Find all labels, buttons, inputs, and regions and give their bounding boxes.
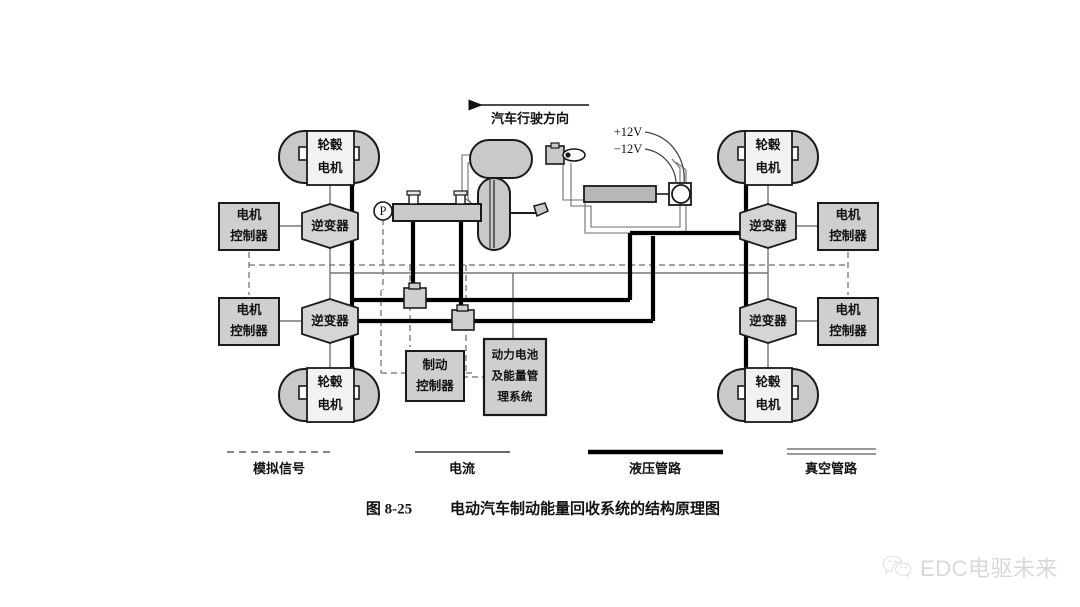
master-cylinder (392, 203, 482, 222)
hub-motor-label-line2: 电机 (755, 160, 781, 175)
motor-controller-label-line2: 控制器 (829, 228, 867, 243)
hydraulic-valve-block-2 (451, 304, 475, 331)
caption-title: 电动汽车制动能量回收系统的结构原理图 (450, 499, 720, 517)
vacuum-sensor (562, 148, 586, 162)
voltage-positive-label: +12V (614, 125, 643, 139)
legend-item-hydraulic-line: 液压管路 (588, 449, 723, 476)
hub-motor-label-line2: 电机 (317, 397, 343, 412)
motor-controller-rear-left: 电机 控制器 (218, 297, 280, 346)
motor-controller-front-left: 电机 控制器 (218, 202, 280, 251)
motor-controller-label-line2: 控制器 (230, 228, 268, 243)
hub-motor-front-left (306, 130, 355, 186)
wheel-rear-left: 轮毂 电机 (278, 367, 380, 423)
battery-label-line2: 及能量管 (492, 369, 539, 383)
inverter-label: 逆变器 (749, 313, 787, 328)
hub-motor-label-line2: 电机 (755, 397, 781, 412)
hub-motor-rear-left (306, 367, 355, 423)
inverter-label: 逆变器 (311, 218, 349, 233)
hydraulic-valve-block-1 (403, 282, 427, 309)
watermark-label: EDC电驱未来 (920, 556, 1058, 581)
legend-item-analog-signal: 模拟信号 (227, 451, 330, 476)
brake-pedal (533, 202, 549, 218)
inverter-front-left: 逆变器 (301, 203, 359, 249)
hub-motor-rear-right (744, 367, 793, 423)
motor-controller-front-right: 电机 控制器 (817, 202, 879, 251)
motor-controller-label-line2: 控制器 (829, 323, 867, 338)
hub-motor-front-right (744, 130, 793, 186)
hub-motor-label-line1: 轮毂 (755, 137, 781, 152)
vacuum-pump-assembly (583, 182, 692, 206)
pressure-sensor-P (373, 201, 393, 221)
battery-energy-management-system: 动力电池 及能量管 理系统 (482, 337, 548, 417)
hub-motor-label-line1: 轮毂 (317, 137, 343, 152)
vacuum-check-valve (545, 145, 565, 165)
voltage-negative-label: −12V (614, 142, 643, 156)
legend-label-hydraulic-line: 液压管路 (629, 461, 682, 476)
wheel-rear-right: 轮毂 电机 (717, 367, 819, 423)
inverter-label: 逆变器 (311, 313, 349, 328)
wheel-front-right: 轮毂 电机 (717, 130, 819, 186)
brake-controller-label-line1: 制动 (422, 357, 448, 372)
legend-label-current: 电流 (449, 461, 475, 476)
hub-motor-label-line1: 轮毂 (755, 374, 781, 389)
motor-controller-label-line1: 电机 (236, 302, 262, 317)
battery-label-line1: 动力电池 (492, 348, 539, 362)
wheel-front-left: 轮毂 电机 (278, 130, 380, 186)
legend: 模拟信号 电流 液压管路 真空管路 (227, 448, 876, 476)
motor-controller-label-line1: 电机 (835, 207, 861, 222)
hydraulic-line-group (349, 160, 749, 404)
inverter-label: 逆变器 (749, 218, 787, 233)
legend-label-analog-signal: 模拟信号 (253, 461, 305, 476)
vacuum-reservoir (469, 139, 533, 179)
motor-controller-rear-right: 电机 控制器 (817, 297, 879, 346)
inverter-rear-right: 逆变器 (739, 298, 797, 344)
inverter-rear-left: 逆变器 (301, 298, 359, 344)
caption-number: 图 8-25 (366, 500, 412, 517)
legend-item-current: 电流 (415, 451, 510, 476)
hub-motor-label-line1: 轮毂 (317, 374, 343, 389)
figure-caption: 图 8-25 电动汽车制动能量回收系统的结构原理图 (366, 499, 720, 517)
brake-controller: 制动 控制器 (405, 350, 465, 402)
watermark: EDC电驱未来 (882, 551, 1058, 583)
motor-controller-label-line2: 控制器 (230, 323, 268, 338)
legend-item-vacuum-line: 真空管路 (787, 448, 876, 476)
brake-booster-assembly: P (373, 139, 586, 251)
wechat-icon (882, 555, 912, 578)
brake-controller-label-line2: 控制器 (416, 378, 454, 393)
pump-motor (671, 184, 691, 204)
hub-motor-label-line2: 电机 (317, 160, 343, 175)
vehicle-direction-label: 汽车行驶方向 (491, 111, 569, 126)
vehicle-direction-indicator: 汽车行驶方向 (468, 99, 589, 126)
pressure-sensor-label: P (380, 204, 387, 218)
motor-controller-label-line1: 电机 (236, 207, 262, 222)
legend-label-vacuum-line: 真空管路 (805, 461, 858, 476)
pump-power-wiring (644, 131, 685, 185)
vacuum-pump-body (583, 185, 657, 203)
battery-label-line3: 理系统 (497, 390, 532, 404)
motor-controller-label-line1: 电机 (835, 302, 861, 317)
inverter-front-right: 逆变器 (739, 203, 797, 249)
